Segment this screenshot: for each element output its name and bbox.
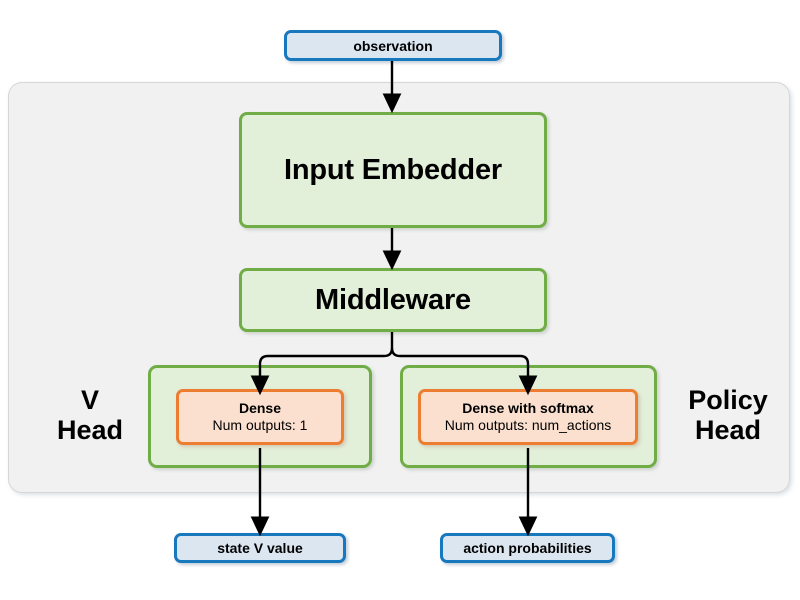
label-policy-head-line1: Policy [688, 385, 768, 415]
label-policy-head: Policy Head [663, 385, 793, 445]
node-middleware-label: Middleware [315, 283, 471, 316]
node-input-embedder[interactable]: Input Embedder [239, 112, 547, 228]
label-v-head-line1: V [80, 385, 99, 415]
node-observation-label: observation [353, 37, 433, 54]
node-dense-v-title: Dense [238, 399, 282, 416]
node-state-v-value-label: state V value [217, 540, 303, 556]
node-dense-policy-subtitle: Num outputs: num_actions [444, 417, 612, 433]
node-dense-v[interactable]: Dense Num outputs: 1 [176, 389, 344, 445]
label-v-head: V Head [36, 385, 144, 445]
node-observation[interactable]: observation [284, 30, 502, 61]
node-action-probabilities-label: action probabilities [463, 540, 592, 556]
node-state-v-value[interactable]: state V value [174, 533, 346, 563]
node-input-embedder-label: Input Embedder [284, 153, 502, 186]
node-dense-policy[interactable]: Dense with softmax Num outputs: num_acti… [418, 389, 638, 445]
node-dense-v-subtitle: Num outputs: 1 [212, 417, 308, 433]
label-v-head-line2: Head [56, 415, 124, 446]
node-middleware[interactable]: Middleware [239, 268, 547, 332]
node-dense-policy-title: Dense with softmax [462, 399, 594, 416]
node-action-probabilities[interactable]: action probabilities [440, 533, 615, 563]
label-policy-head-line2: Head [694, 415, 762, 446]
